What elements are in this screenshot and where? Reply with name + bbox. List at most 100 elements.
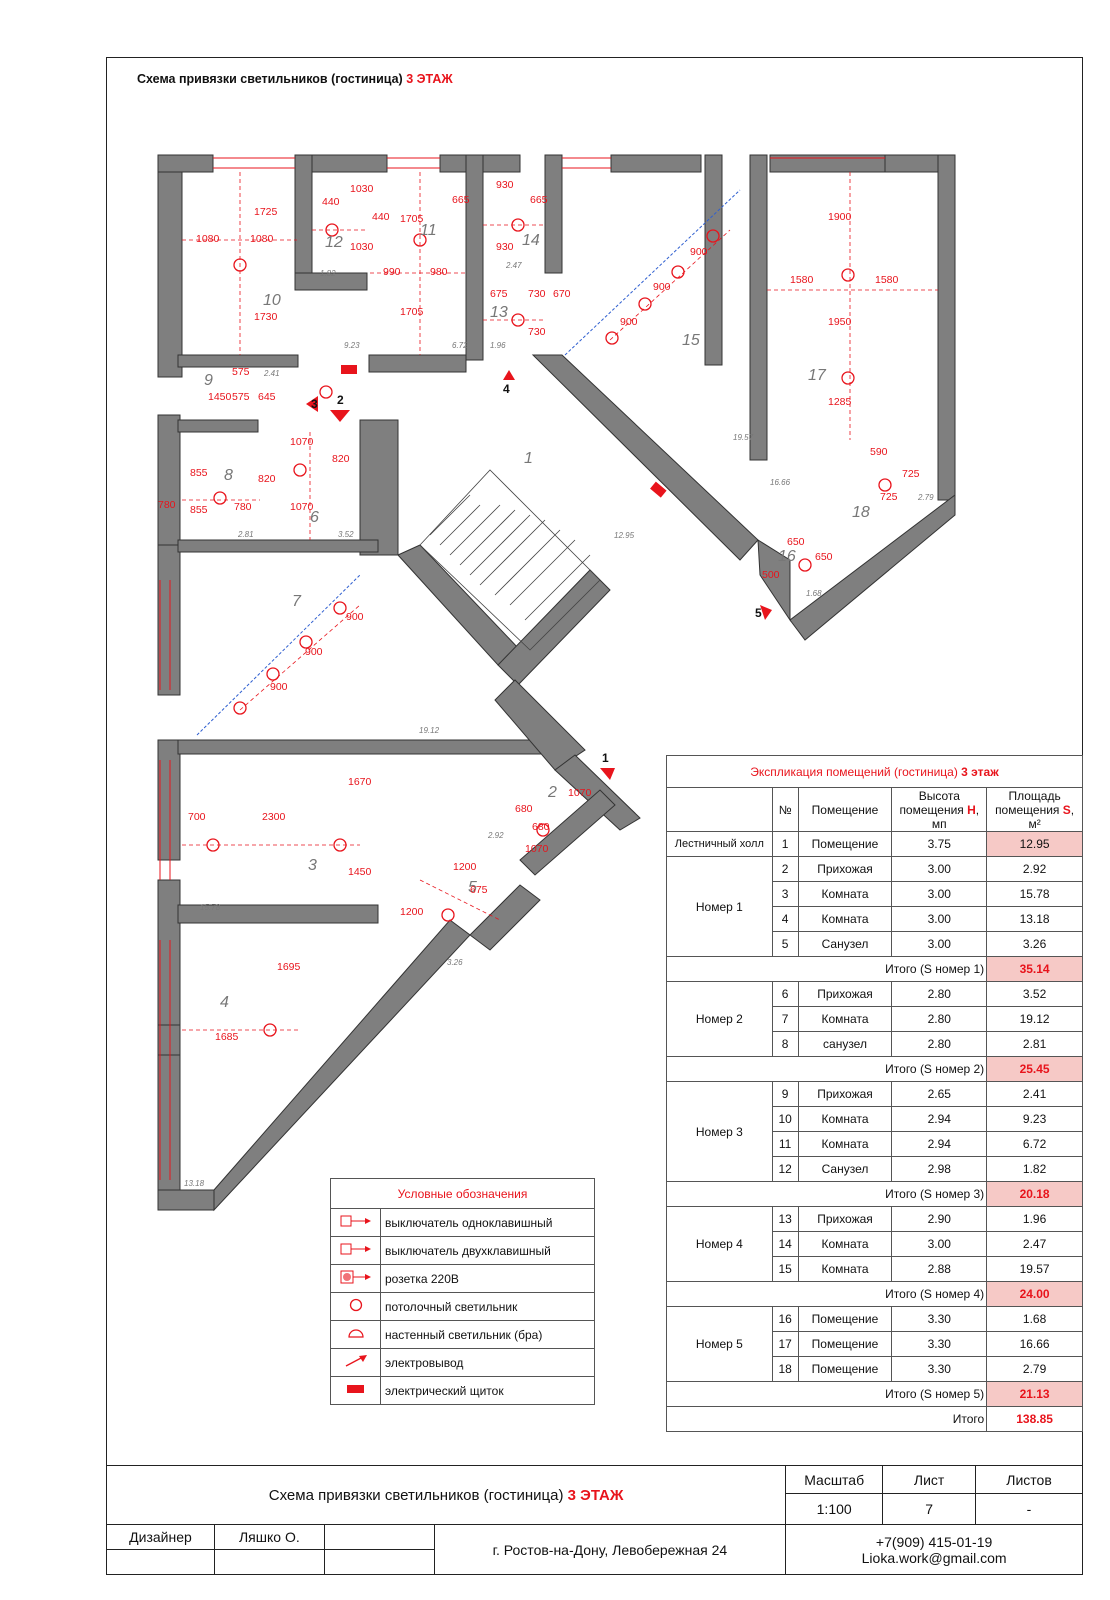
group-name: Номер 5 [666,1306,773,1382]
area-label: 19.57 [733,433,754,442]
subtotal-label: Итого (S номер 2) [665,1056,988,1082]
explication-header-row: № Помещение Высота помещения H, мп Площа… [666,787,1083,832]
cell-num: 13 [771,1206,799,1232]
stair-treads [419,469,601,651]
dimension-label: 930 [496,241,514,253]
area-label: 2.47 [505,261,522,270]
room-number: 14 [522,232,540,249]
dimension-label: 440 [322,196,340,208]
dimension-label: 1080 [196,233,220,245]
room-number: 3 [308,857,317,874]
room-number: 2 [547,784,557,801]
room-number: 11 [420,222,437,239]
cell-num: 1 [771,831,799,857]
subtotal-row: Итого (S номер 5)21.13 [665,1381,1083,1407]
cell-room: Комната [797,906,893,932]
dimension-label: 1730 [254,311,278,323]
cell-num: 9 [771,1081,799,1107]
dimension-label: 1685 [215,1031,239,1043]
dimension-label: 1705 [400,213,424,225]
cell-area: 19.57 [986,1256,1083,1282]
area-label: 9.23 [344,341,360,350]
legend-title: Условные обозначения [330,1178,595,1209]
table-row: Лестничный холл 1 Помещение 3.75 12.95 [666,831,1083,857]
sheet-floor-label: 3 ЭТАЖ [406,72,453,86]
sheets-label: Листов [975,1464,1083,1495]
dimension-label: 575 [232,391,250,403]
cell-num: 14 [771,1231,799,1257]
grand-total-label: Итого [665,1406,988,1432]
subtotal-label: Итого (S номер 4) [665,1281,988,1307]
dimension-label: 730 [528,288,546,300]
door-mark: 2 [337,393,344,407]
cell-height: 3.00 [891,1231,988,1257]
cell-area: 2.79 [986,1356,1083,1382]
dimension-label: 820 [258,473,276,485]
dimension-label: 1070 [525,843,549,855]
room-number: 17 [808,367,827,384]
title-block: Схема привязки светильников (гостиница) … [105,1464,1083,1575]
subtotal-value: 20.18 [986,1181,1083,1207]
cell-area: 19.12 [986,1006,1083,1032]
dimension-label: 1450 [348,866,372,878]
dimension-label: 900 [270,681,288,693]
legend-label: настенный светильник (бра) [380,1320,595,1349]
sheet-label: Лист [882,1464,977,1495]
dimension-label: 725 [902,468,920,480]
cell-room: Комната [797,1106,893,1132]
cell-height: 3.00 [891,881,988,907]
stamp-title: Схема привязки светильников (гостиница) … [105,1464,787,1526]
cell-num: 7 [771,1006,799,1032]
area-labels: 9.23 6.72 1.82 1.96 2.47 19.57 16.66 2.7… [184,261,934,1188]
room-number: 10 [263,292,281,309]
cell-room: Санузел [797,931,893,957]
socket-icon [330,1264,381,1293]
dimension-label: 590 [870,446,888,458]
area-label: 3.52 [338,530,354,539]
legend-item: розетка 220В [330,1264,595,1293]
cell-area: 2.92 [986,856,1083,882]
dimension-label: 900 [305,646,323,658]
subtotal-row: Итого (S номер 2)25.45 [665,1056,1083,1082]
cell-area: 2.41 [986,1081,1083,1107]
subtotal-value: 25.45 [986,1056,1083,1082]
area-label: 16.66 [770,478,791,487]
cell-num: 8 [771,1031,799,1057]
cell-num: 3 [771,881,799,907]
explication-caption-row: Экспликация помещений (гостиница) 3 этаж [666,755,1083,788]
cell-area: 3.26 [986,931,1083,957]
cell-height: 2.80 [891,1006,988,1032]
area-label: 3.26 [447,958,463,967]
dimension-label: 900 [690,246,708,258]
cell-area: 2.81 [986,1031,1083,1057]
dimension-label: 1580 [790,274,814,286]
dimension-label: 1580 [875,274,899,286]
dimension-label: 1725 [254,206,278,218]
electrical-panels [341,365,667,498]
door-mark: 5 [755,606,762,620]
cell-num: 11 [771,1131,799,1157]
area-label: 2.81 [237,530,254,539]
legend-label: потолочный светильник [380,1292,595,1321]
cell-area: 1.68 [986,1306,1083,1332]
cell-room: Прихожая [797,1081,893,1107]
header-num: № [771,787,799,832]
door-mark: 1 [602,751,609,765]
cell-area: 2.47 [986,1231,1083,1257]
dimension-label: 575 [232,366,250,378]
cell-num: 12 [771,1156,799,1182]
grand-total-value: 138.85 [986,1406,1083,1432]
room-number: 12 [325,234,343,251]
dimension-label: 2300 [262,811,286,823]
room-number: 15 [682,332,700,349]
area-label: 12.95 [614,531,635,540]
address: г. Ростов-на-Дону, Левобережная 24 [433,1524,787,1575]
dimension-label: 680 [515,803,533,815]
